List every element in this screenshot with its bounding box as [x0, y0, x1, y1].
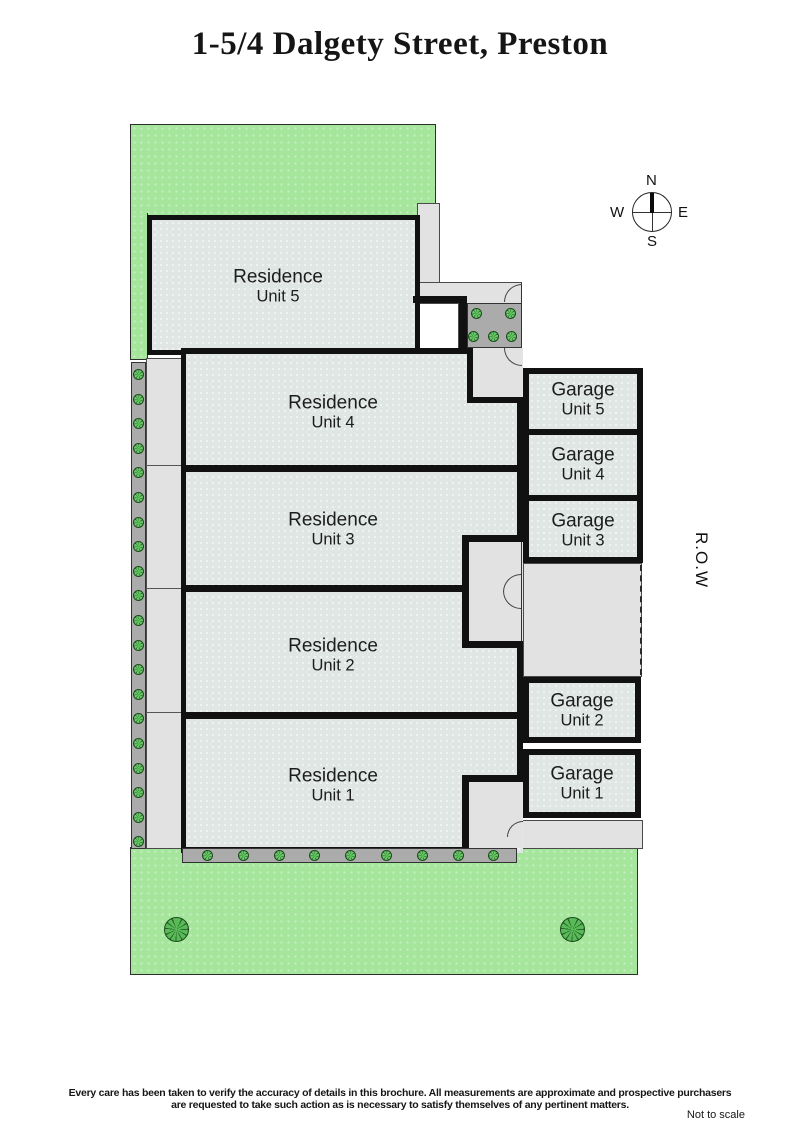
tree-icon — [164, 917, 189, 942]
compass-west-label: W — [610, 204, 625, 221]
shrub-icon — [506, 331, 517, 342]
shrub-icon — [309, 850, 320, 861]
garage-unit-4-label: Garage Unit 4 — [551, 444, 615, 484]
garage-unit-2-box — [523, 677, 641, 743]
garage-block-north — [523, 368, 643, 563]
shrub-icon — [133, 664, 144, 675]
shrub-icon — [381, 850, 392, 861]
unit-divider-wall — [181, 712, 517, 719]
shrub-icon — [133, 467, 144, 478]
garage-unit-1-box — [523, 749, 641, 818]
rear-lawn — [130, 124, 436, 216]
residence-unit-3-label: Residence Unit 3 — [288, 509, 378, 549]
wall — [462, 535, 523, 542]
shrub-icon — [133, 836, 144, 847]
shrub-icon — [133, 713, 144, 724]
compass-north-label: N — [646, 172, 657, 189]
shrub-icon — [274, 850, 285, 861]
row-label: R.O.W — [692, 532, 711, 588]
entry-porch-south — [469, 782, 521, 848]
rear-lawn-side-strip — [130, 213, 148, 360]
wall — [181, 348, 473, 354]
shrub-icon — [133, 369, 144, 380]
shrub-icon — [133, 640, 144, 651]
page-title: 1-5/4 Dalgety Street, Preston — [191, 26, 609, 62]
garage-unit-3-label: Garage Unit 3 — [551, 510, 615, 550]
front-lawn — [130, 847, 638, 975]
east-boundary-line — [521, 283, 522, 368]
shrub-icon — [133, 492, 144, 503]
shrub-icon — [505, 308, 516, 319]
fence-line — [146, 465, 182, 466]
garage-unit-1-label: Garage Unit 1 — [550, 763, 614, 803]
wall — [413, 296, 467, 303]
fence-line — [146, 588, 182, 589]
garage-unit-5-label: Garage Unit 5 — [551, 379, 615, 419]
shrub-icon — [471, 308, 482, 319]
garage-unit-2-label: Garage Unit 2 — [550, 690, 614, 730]
shrub-icon — [133, 738, 144, 749]
disclaimer-line-2: are requested to take such action as is … — [171, 1099, 629, 1111]
unit-divider-wall — [181, 585, 462, 592]
shrub-icon — [133, 763, 144, 774]
shrub-icon — [133, 566, 144, 577]
compass-south-label: S — [647, 233, 658, 250]
wall — [462, 775, 523, 782]
shrub-icon — [345, 850, 356, 861]
wall — [467, 348, 473, 403]
shrub-icon — [133, 517, 144, 528]
residence-unit-5-label: Residence Unit 5 — [233, 266, 323, 306]
west-garden-bed — [131, 362, 146, 849]
residence-unit-1-label: Residence Unit 1 — [288, 765, 378, 805]
shrub-icon — [133, 394, 144, 405]
compass-north-needle — [650, 193, 654, 213]
shrub-icon — [133, 443, 144, 454]
row-boundary-dashed-line — [640, 565, 642, 675]
unit-divider-wall — [181, 465, 517, 472]
fence-line — [146, 712, 182, 713]
shrub-icon — [488, 850, 499, 861]
wall — [462, 775, 469, 853]
compass-east-label: E — [678, 204, 689, 221]
shrub-icon — [133, 615, 144, 626]
driveway-court — [523, 563, 642, 677]
wall — [459, 296, 467, 353]
shrub-icon — [468, 331, 479, 342]
west-side-path — [146, 358, 182, 849]
shrub-icon — [417, 850, 428, 861]
garage-divider-wall — [529, 495, 637, 501]
shrub-icon — [488, 331, 499, 342]
wall — [517, 397, 523, 542]
not-to-scale-note: Not to scale — [686, 1109, 745, 1121]
wall — [462, 641, 523, 648]
entry-path-north — [417, 203, 440, 286]
garage-divider-wall — [529, 429, 637, 435]
wall — [517, 641, 523, 782]
shrub-icon — [202, 850, 213, 861]
shrub-icon — [133, 689, 144, 700]
shrub-icon — [238, 850, 249, 861]
shrub-icon — [133, 590, 144, 601]
residence-unit-2-label: Residence Unit 2 — [288, 635, 378, 675]
shrub-icon — [453, 850, 464, 861]
disclaimer-line-1: Every care has been taken to verify the … — [68, 1087, 732, 1099]
tree-icon — [560, 917, 585, 942]
wall — [462, 535, 469, 648]
shrub-icon — [133, 541, 144, 552]
wall — [467, 397, 523, 403]
residence-unit-4-label: Residence Unit 4 — [288, 392, 378, 432]
shrub-icon — [133, 418, 144, 429]
shrub-icon — [133, 787, 144, 798]
shrub-icon — [133, 812, 144, 823]
porch-gate-line — [521, 542, 522, 641]
